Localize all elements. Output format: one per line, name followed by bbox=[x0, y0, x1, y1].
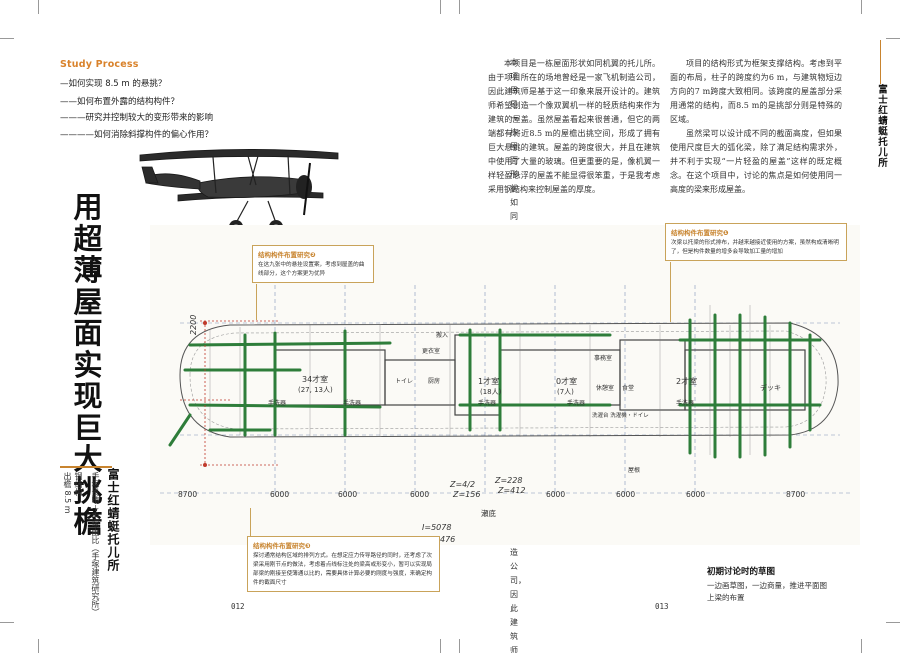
room-label: 食堂 bbox=[622, 385, 635, 392]
running-title-rule bbox=[880, 40, 881, 84]
title-char: 檐 bbox=[73, 505, 103, 539]
crop-mark bbox=[861, 639, 862, 653]
svg-text:I=5078: I=5078 bbox=[422, 523, 451, 532]
chapter-title: 用 超 薄 屋 面 实 现 巨 大 挑 檐 bbox=[68, 190, 108, 539]
room-label: 34才室 bbox=[302, 375, 329, 384]
question-2: ——如何布置外露的结构构件？ bbox=[60, 97, 180, 107]
title-char: 薄 bbox=[73, 253, 103, 287]
crop-mark bbox=[0, 38, 14, 39]
room-label-sub: (27, 13人) bbox=[298, 386, 333, 394]
spine-mark bbox=[459, 639, 460, 653]
room-label: 0才室 bbox=[556, 377, 578, 386]
dimension-value: 8700 bbox=[786, 490, 806, 499]
svg-text:Z=4/2: Z=4/2 bbox=[449, 480, 475, 489]
crop-mark bbox=[0, 622, 14, 623]
dimension-value: 6000 bbox=[546, 490, 566, 499]
room-label: 2才室 bbox=[676, 377, 698, 386]
svg-text:Z=156: Z=156 bbox=[452, 490, 480, 499]
title-char: 用 bbox=[73, 190, 103, 224]
crop-mark bbox=[886, 38, 900, 39]
dimension-row: 8700 6000 6000 6000 6000 6000 6000 8700 bbox=[160, 490, 850, 504]
room-label: 手洗器 bbox=[567, 400, 586, 407]
dimension-value: 8700 bbox=[178, 490, 198, 499]
room-label: 更衣室 bbox=[422, 348, 441, 355]
crop-mark bbox=[886, 622, 900, 623]
spine-mark bbox=[459, 0, 460, 14]
room-label: デッキ bbox=[760, 384, 781, 392]
room-label: 厨房 bbox=[428, 378, 441, 385]
title-char: 面 bbox=[73, 316, 103, 350]
room-label-sub: (18人) bbox=[480, 388, 502, 396]
title-char: 挑 bbox=[73, 473, 103, 508]
callout-leader bbox=[256, 284, 257, 320]
room-label: 洗濯台 洗濯機・ドイレ bbox=[592, 413, 649, 419]
page-number-left: 012 bbox=[231, 602, 245, 611]
callout-study-1: 结构构件布置研究❶ 次梁以托梁的形式排布，并越来越接近使用的方案，虽然构成清晰明… bbox=[665, 223, 847, 261]
svg-text:2200: 2200 bbox=[189, 315, 198, 335]
dimension-value: 6000 bbox=[270, 490, 290, 499]
room-label: 搬入 bbox=[436, 332, 449, 339]
body-paragraph-3: 虽然梁可以设计成不同的截面高度，但如果使用尺度巨大的弧化梁，除了满足结构需求外，… bbox=[670, 129, 842, 194]
callout-body: 次梁以托梁的形式排布，并越来越接近使用的方案，虽然构成清晰明了，但是构件数量的增… bbox=[671, 240, 839, 255]
svg-text:476: 476 bbox=[440, 535, 455, 544]
biplane-photo bbox=[139, 149, 339, 234]
title-char: 超 bbox=[73, 221, 103, 256]
room-label-sub: (7人) bbox=[557, 388, 574, 396]
dimension-value: 6000 bbox=[686, 490, 706, 499]
credit-architect: 手塚贵晴＋手塚由比（手塚建筑研究所） bbox=[91, 472, 100, 616]
accent-rule bbox=[60, 466, 112, 468]
callout-leader bbox=[250, 508, 251, 536]
crop-mark bbox=[861, 0, 862, 14]
question-1: —如何实现 8.5 m 的悬挑？ bbox=[60, 79, 167, 89]
running-title: 富士红蜻蜓托儿所 bbox=[876, 84, 887, 168]
project-name: 富士红蜻蜓托儿所 bbox=[106, 468, 120, 572]
page-number-right: 013 bbox=[655, 602, 669, 611]
callout-title: 结构构件布置研究❶ bbox=[671, 229, 729, 237]
title-char: 实 bbox=[73, 347, 103, 382]
body-paragraph-2: 项目的结构形式为框架支撑结构。考虑到平面的布局，柱子的跨度约为6 m，与建筑物短… bbox=[670, 59, 842, 124]
callout-study-2: 结构构件布置研究❷ 在这九张中的悬挂设置案，考虑到屋盖的曲线部分，这个方案更为优… bbox=[252, 245, 374, 283]
dimension-value: 6000 bbox=[338, 490, 358, 499]
svg-text:Z=228: Z=228 bbox=[494, 476, 522, 485]
figure-caption-body: 一边画草图，一边商量，推进平面图 上梁的布置 bbox=[707, 580, 827, 604]
title-char: 现 bbox=[73, 379, 103, 413]
room-label: 事務室 bbox=[594, 355, 613, 362]
room-label: 手洗器 bbox=[478, 400, 497, 407]
question-4: ————如何消除斜撑构件的偏心作用？ bbox=[60, 130, 214, 140]
caption-line: 一边画草图，一边商量，推进平面图 bbox=[707, 581, 827, 590]
credit-cantilever: 出檐 8.5 m bbox=[63, 472, 72, 514]
spine-mark bbox=[440, 639, 441, 653]
dimension-value: 6000 bbox=[410, 490, 430, 499]
question-3: ———研究并控制较大的变形带来的影响 bbox=[60, 113, 214, 123]
spine-mark bbox=[440, 0, 441, 14]
title-char: 巨 bbox=[73, 410, 103, 445]
figure-caption-title: 初期讨论时的草图 bbox=[707, 567, 776, 577]
room-label: 屋根 bbox=[628, 467, 641, 474]
room-label: トイレ bbox=[395, 378, 414, 385]
title-char: 屋 bbox=[73, 284, 103, 319]
caption-line: 上梁的布置 bbox=[707, 593, 745, 602]
axis-label: 瀬底 bbox=[481, 509, 496, 518]
callout-leader bbox=[670, 262, 671, 322]
crop-mark bbox=[38, 639, 39, 653]
crop-mark bbox=[38, 0, 39, 14]
room-label: 休憩室 bbox=[596, 385, 615, 392]
room-label: 手洗器 bbox=[268, 400, 287, 407]
title-char: 大 bbox=[73, 442, 103, 476]
callout-body: 在这九张中的悬挂设置案，考虑到屋盖的曲线部分，这个方案更为优异 bbox=[258, 262, 365, 277]
room-label: 1才室 bbox=[478, 377, 500, 386]
room-label: 手洗器 bbox=[343, 400, 362, 407]
callout-title: 结构构件布置研究❸ bbox=[253, 542, 311, 550]
callout-body: 探讨通常结构区域的排列方式。在想定应力传导路径的同时，还考虑了次梁采用刚节点的做… bbox=[253, 553, 433, 586]
body-paragraph-1: 本项目是一栋屋面形状如同机翼的托儿所。由于项目所在的场地曾经是一家飞机制造公司，… bbox=[488, 59, 660, 194]
dimension-value: 6000 bbox=[616, 490, 636, 499]
room-label: 手洗器 bbox=[676, 400, 695, 407]
callout-study-3: 结构构件布置研究❸ 探讨通常结构区域的排列方式。在想定应力传导路径的同时，还考虑… bbox=[247, 536, 440, 592]
credit-structure: 钢结构 bbox=[74, 472, 83, 496]
svg-text:Z=412: Z=412 bbox=[497, 486, 525, 495]
callout-title: 结构构件布置研究❷ bbox=[258, 251, 316, 259]
study-process-heading: Study Process bbox=[60, 59, 139, 70]
